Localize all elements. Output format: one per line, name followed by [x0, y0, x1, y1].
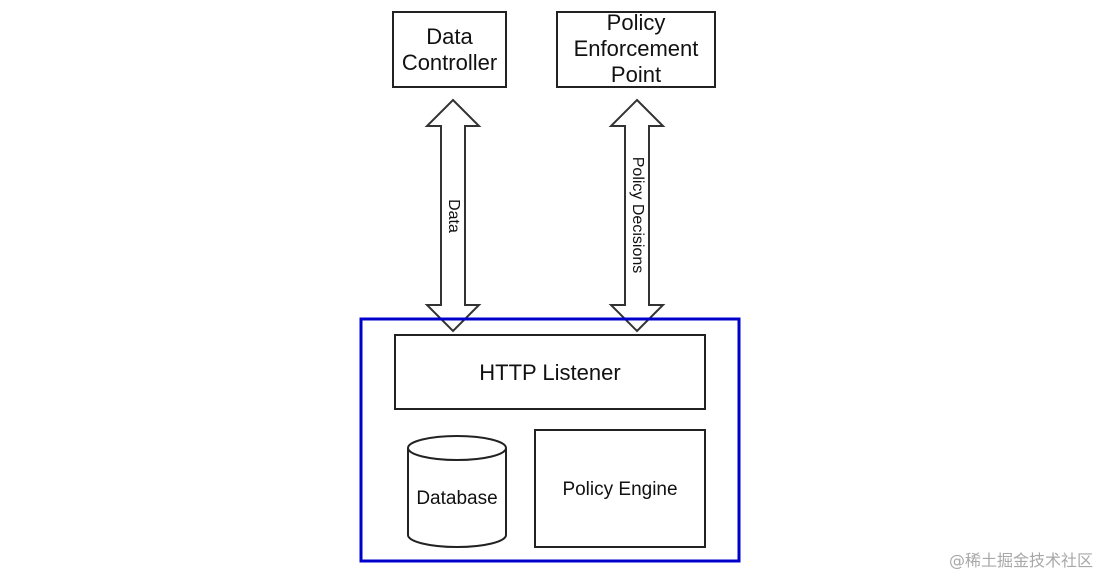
database-node: Database	[407, 435, 507, 548]
database-label: Database	[416, 488, 497, 509]
policy-engine-label: Policy Engine	[562, 479, 677, 500]
http-listener-node: HTTP Listener	[394, 334, 706, 410]
policy-enforcement-point-node: Policy Enforcement Point	[556, 10, 716, 88]
data-arrow-label: Data	[445, 199, 462, 233]
watermark-text: @稀土掘金技术社区	[948, 551, 1093, 570]
pep-label-line-3: Point	[611, 62, 661, 87]
data-arrow: Data	[424, 98, 482, 333]
http-listener-label: HTTP Listener	[479, 360, 620, 385]
pep-label-line-2: Enforcement	[574, 36, 699, 61]
policy-engine-node: Policy Engine	[534, 429, 706, 548]
data-controller-label-line-1: Data	[426, 24, 473, 49]
data-controller-label-line-2: Controller	[402, 50, 497, 75]
policy-decisions-arrow-label: Policy Decisions	[629, 157, 646, 273]
policy-decisions-arrow: Policy Decisions	[608, 98, 666, 333]
pep-label-line-1: Policy	[607, 10, 666, 35]
data-controller-node: Data Controller	[392, 11, 507, 88]
service-container	[359, 317, 741, 563]
